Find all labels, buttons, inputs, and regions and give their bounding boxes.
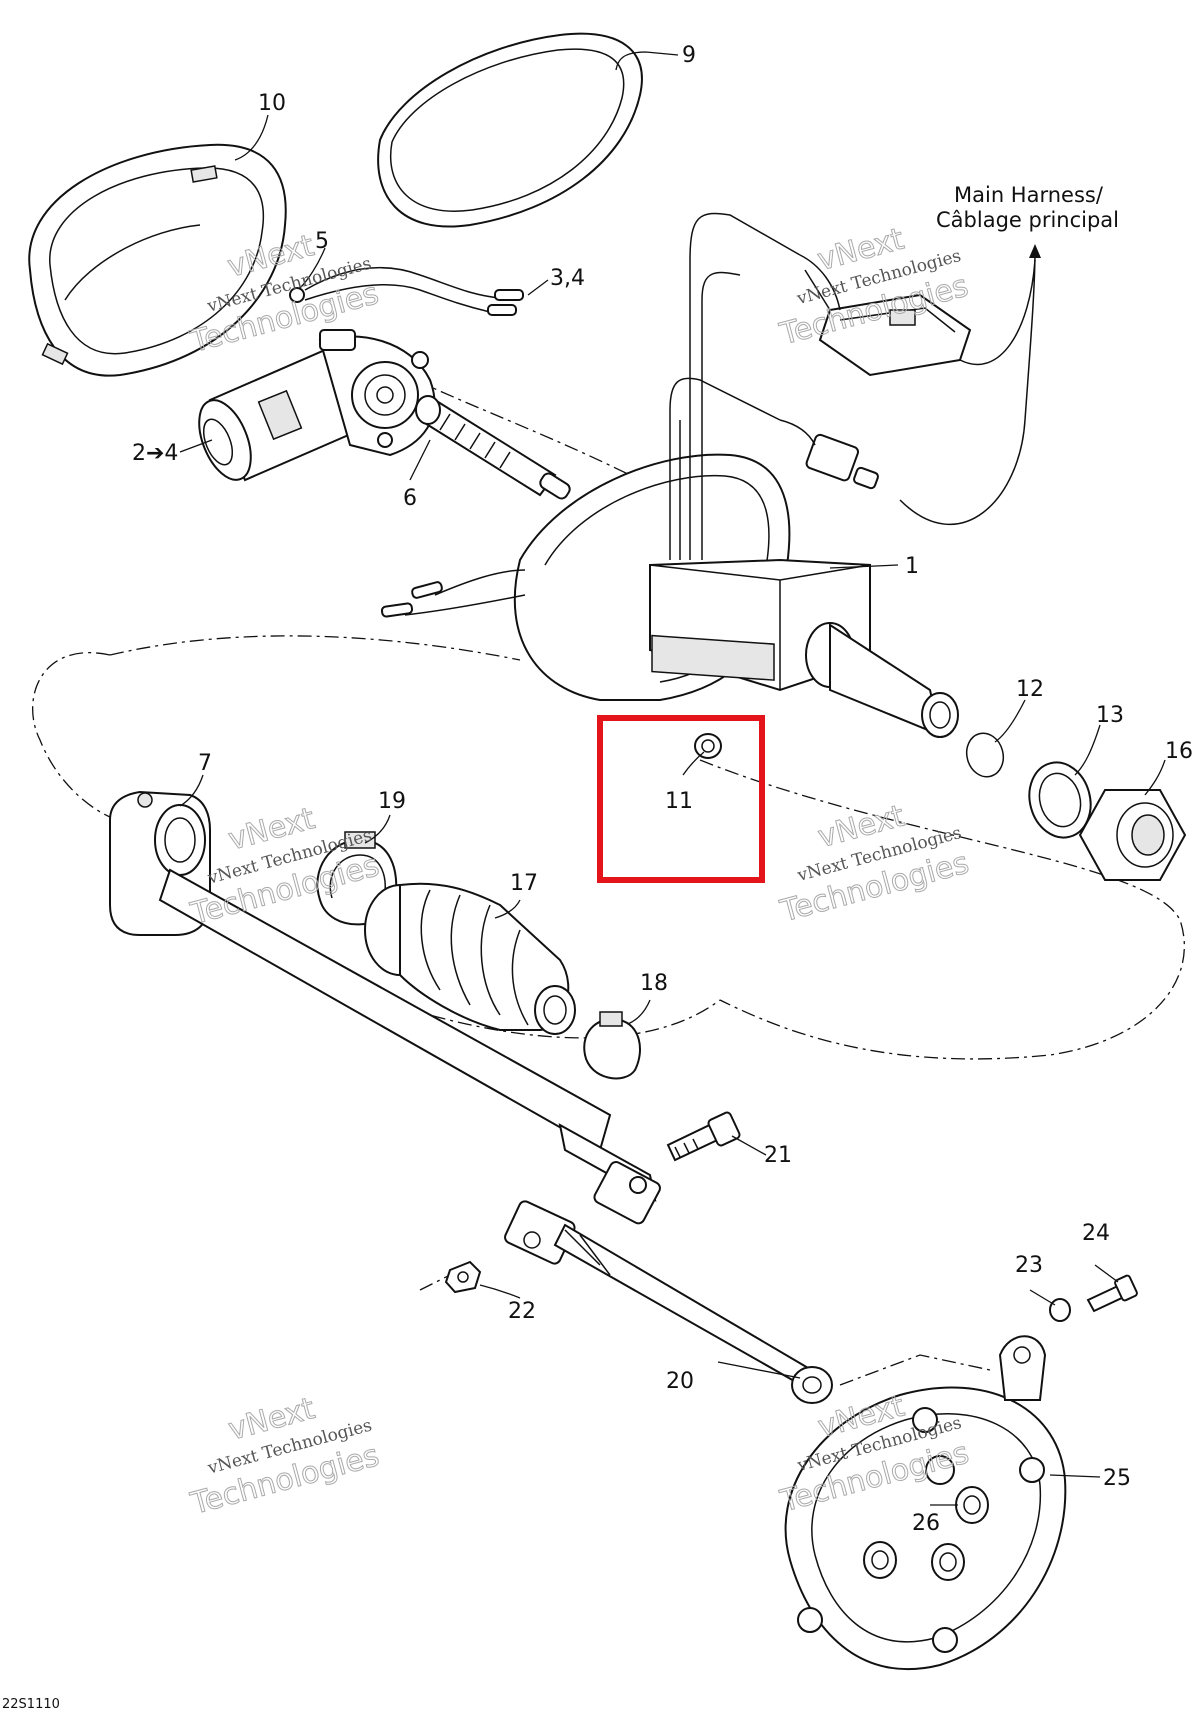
callout-7: 7 (198, 751, 212, 776)
dashed-assembly-line-mid (379, 999, 721, 1039)
callout-18: 18 (640, 971, 668, 996)
callout-20: 20 (666, 1369, 694, 1394)
harness-arrow-head (1029, 244, 1041, 258)
callout-10: 10 (258, 91, 286, 116)
part-17-bellows-boot (364, 882, 576, 1035)
callout-9: 9 (682, 43, 696, 68)
callout-22: 22 (508, 1299, 536, 1324)
part-26-bushings (863, 1455, 989, 1581)
cablage-principal-label: Câblage principal (936, 208, 1119, 232)
callout-13: 13 (1096, 703, 1124, 728)
callout-24: 24 (1082, 1221, 1110, 1246)
main-harness-label: Main Harness/ (954, 183, 1104, 207)
dashed-bracket-line (839, 1354, 991, 1386)
watermark-bottom-left: vNext vNext Technologies Technologies (186, 1391, 383, 1523)
part-9-gasket (377, 32, 643, 228)
watermark-mid-right: vNext vNext Technologies Technologies (776, 798, 973, 930)
callout-26: 26 (912, 1511, 940, 1536)
callout-23: 23 (1015, 1253, 1043, 1278)
harness-routing-line-upper (959, 259, 1036, 366)
callout-2-4: 2➔4 (132, 441, 178, 466)
callout-6: 6 (403, 486, 417, 511)
part-13-retainer-ring (1028, 761, 1092, 839)
callout-5: 5 (315, 229, 329, 254)
part-23-washer (1049, 1298, 1071, 1322)
callout-21: 21 (764, 1143, 792, 1168)
callout-3-4: 3,4 (550, 266, 585, 291)
part-22-nut (444, 1260, 482, 1294)
part-7-clevis-tube (109, 790, 661, 1225)
part-3-4-wire-leads (289, 267, 524, 316)
part-25-mount-ring (784, 1335, 1067, 1671)
part-16-hex-nut (1078, 789, 1187, 881)
callout-25: 25 (1103, 1466, 1131, 1491)
part-10-cover (28, 143, 287, 377)
highlight-box (597, 715, 765, 883)
dashed-assembly-envelope (32, 652, 119, 821)
callout-leader-lines (179, 51, 1166, 1506)
callout-16: 16 (1165, 739, 1193, 764)
callout-12: 12 (1016, 677, 1044, 702)
small-connector (779, 419, 879, 490)
housing-side-wires (380, 569, 526, 618)
part-21-bolt (666, 1111, 741, 1162)
callout-17: 17 (510, 871, 538, 896)
dashed-assembly-line-lower (699, 759, 1185, 1060)
actuator-output-shaft (805, 622, 959, 738)
callout-19: 19 (378, 789, 406, 814)
part-18-small-clamp (583, 1011, 641, 1080)
part-20-push-rod (504, 1200, 833, 1404)
callout-11: 11 (665, 789, 693, 814)
part-6-worm-gear (415, 395, 571, 500)
part-24-screw (1086, 1274, 1138, 1313)
harness-routing-line (899, 249, 1036, 525)
part-2-4-drive-motor (198, 329, 436, 482)
part-12-o-ring (965, 732, 1005, 778)
dashed-assembly-line-top (109, 635, 521, 661)
drawing-code: 22S1110 (2, 1697, 60, 1712)
callout-1: 1 (905, 554, 919, 579)
part-11-nut (694, 733, 722, 759)
